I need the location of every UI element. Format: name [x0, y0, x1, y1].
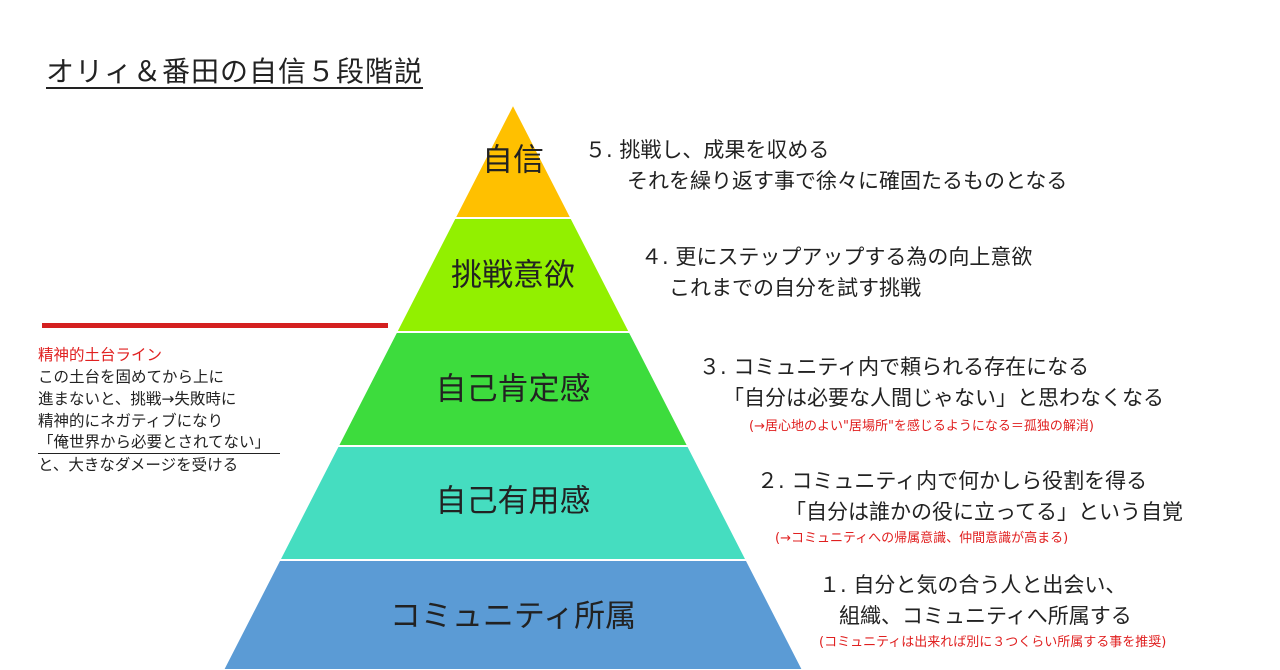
foundation-explanation: 精神的土台ライン この土台を固めてから上に 進まないと、挑戦→失敗時に 精神的に… — [38, 344, 281, 476]
level-2-description: ２. コミュニティ内で何かしら役割を得る 「自分は誰かの役に立ってる」という自覚… — [757, 466, 1183, 549]
level-5-desc-line1: ５. 挑戦し、成果を収める — [585, 138, 830, 162]
level-3-desc-line1: ３. コミュニティ内で頼られる存在になる — [699, 355, 1090, 379]
level-label-community: コミュニティ所属 — [389, 598, 637, 635]
foundation-text-line: 精神的にネガティブになり — [38, 412, 224, 430]
level-1-description: １. 自分と気の合う人と出会い、 組織、コミュニティへ所属する (コミュニティは… — [819, 570, 1166, 653]
level-2-note: (→コミュニティへの帰属意識、仲間意識が高まる) — [775, 531, 1069, 546]
level-1-desc-line2: 組織、コミュニティへ所属する — [839, 604, 1132, 628]
level-5-description: ５. 挑戦し、成果を収める それを繰り返す事で徐々に確固たるものとなる — [585, 135, 1067, 197]
level-3-note: (→居心地のよい"居場所"を感じるようになる＝孤独の解消) — [749, 419, 1094, 434]
foundation-title: 精神的土台ライン — [38, 346, 163, 364]
level-label-jiko-yuyokan: 自己有用感 — [435, 483, 591, 520]
tier-community — [221, 559, 805, 670]
level-label-jiko-koteikan: 自己肯定感 — [435, 371, 591, 408]
level-5-desc-line2: それを繰り返す事で徐々に確固たるものとなる — [627, 169, 1068, 193]
level-label-chosen-iyoku: 挑戦意欲 — [451, 257, 575, 294]
level-4-desc-line2: これまでの自分を試す挑戦 — [669, 276, 921, 300]
level-3-description: ３. コミュニティ内で頼られる存在になる 「自分は必要な人間じゃない」と思わなく… — [699, 352, 1164, 437]
level-3-desc-line2: 「自分は必要な人間じゃない」と思わなくなる — [723, 386, 1164, 410]
level-1-note: (コミュニティは出来れば別に３つくらい所属する事を推奨) — [819, 635, 1167, 650]
foundation-text-line: と、大きなダメージを受ける — [38, 456, 239, 474]
foundation-text-line: 進まないと、挑戦→失敗時に — [38, 390, 237, 408]
level-4-description: ４. 更にステップアップする為の向上意欲 これまでの自分を試す挑戦 — [641, 242, 1032, 304]
level-2-desc-line2: 「自分は誰かの役に立ってる」という自覚 — [785, 500, 1183, 524]
foundation-line — [42, 323, 388, 328]
foundation-text-line: 「俺世界から必要とされてない」 — [38, 432, 281, 454]
level-label-jishin: 自信 — [482, 142, 544, 179]
level-1-desc-line1: １. 自分と気の合う人と出会い、 — [819, 573, 1127, 597]
foundation-text-line: この土台を固めてから上に — [38, 368, 225, 386]
level-2-desc-line1: ２. コミュニティ内で何かしら役割を得る — [757, 469, 1148, 493]
level-4-desc-line1: ４. 更にステップアップする為の向上意欲 — [641, 245, 1033, 269]
diagram-title: オリィ＆番田の自信５段階説 — [46, 55, 424, 88]
